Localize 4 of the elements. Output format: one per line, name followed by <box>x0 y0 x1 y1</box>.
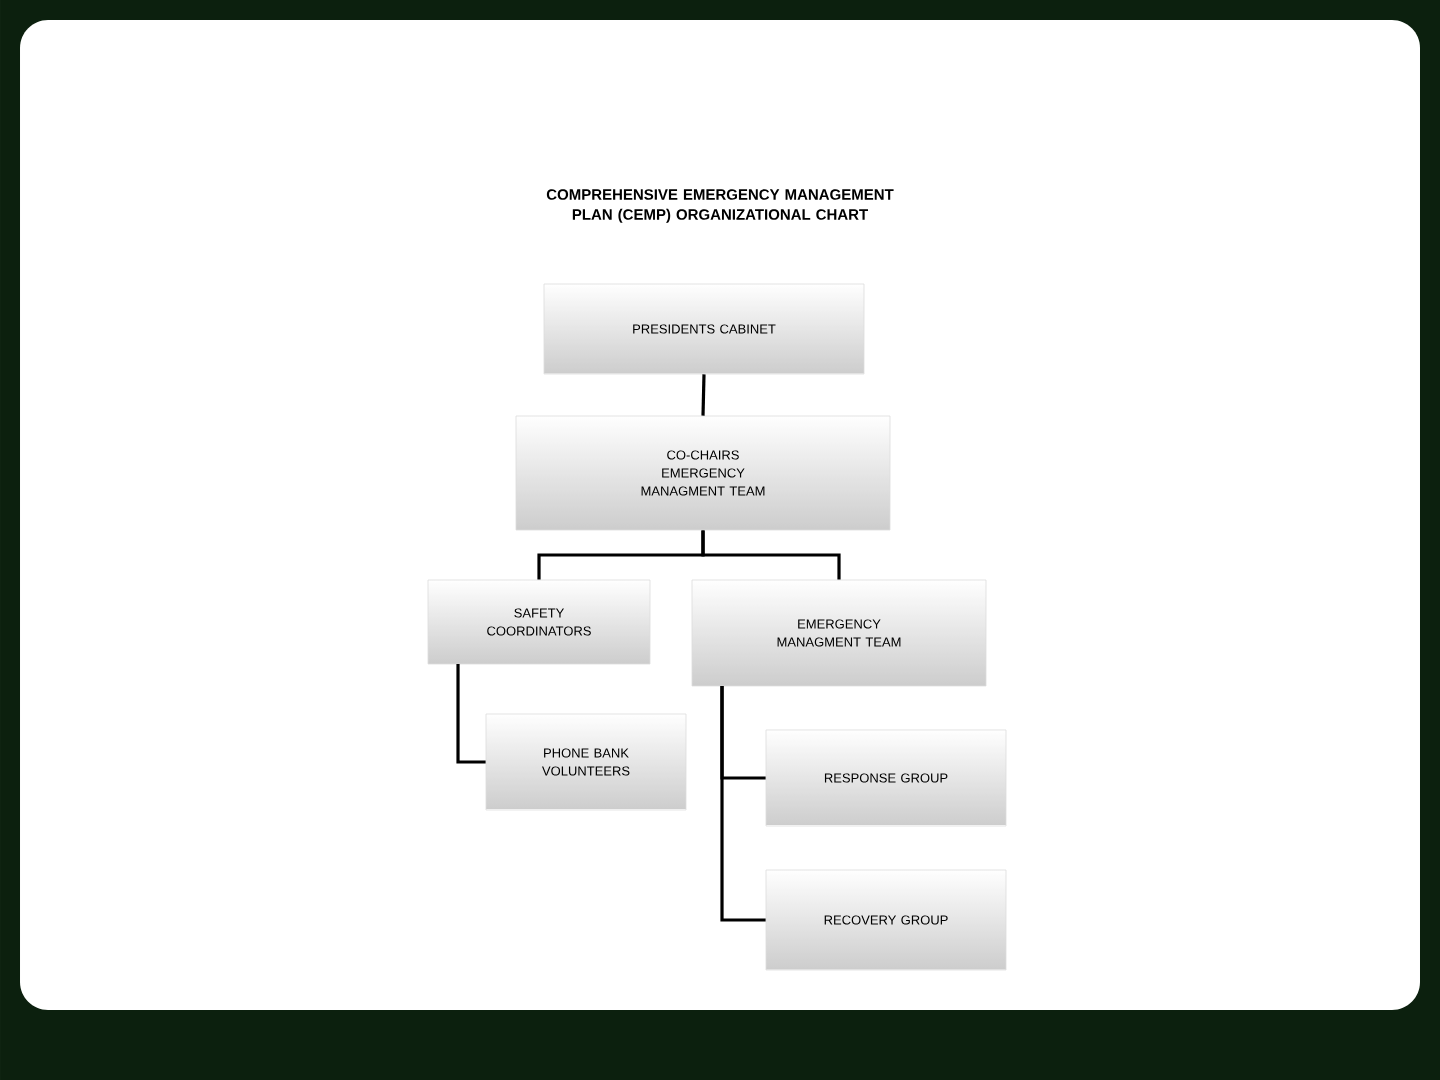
connector-line <box>720 686 766 922</box>
connector-line <box>701 374 706 416</box>
connector-line <box>701 530 841 580</box>
connector-line <box>456 664 486 764</box>
